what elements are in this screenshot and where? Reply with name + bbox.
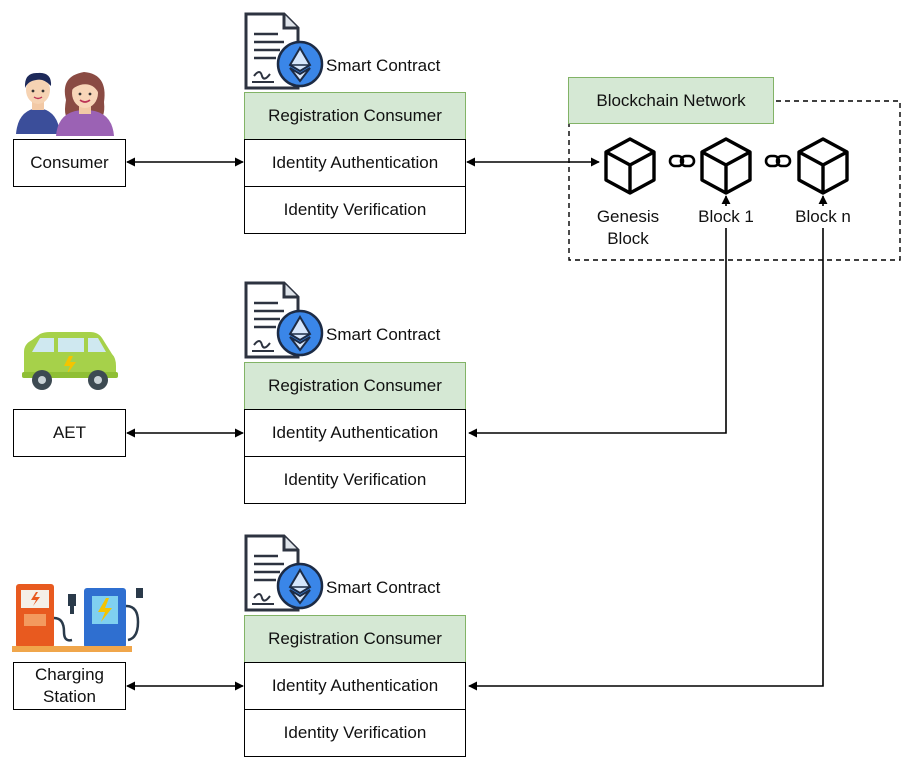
chain-link-icon — [764, 154, 792, 168]
contract1-registration-label: Registration Consumer — [268, 106, 442, 125]
aet-box[interactable]: AET — [13, 409, 126, 457]
block-n-label: Block n — [783, 206, 863, 228]
ethereum-icon — [276, 562, 324, 610]
contract2-verification-row[interactable]: Identity Verification — [244, 456, 466, 504]
contract3-verification-row[interactable]: Identity Verification — [244, 709, 466, 757]
contract3-registration-row[interactable]: Registration Consumer — [244, 615, 466, 663]
contract2-registration-row[interactable]: Registration Consumer — [244, 362, 466, 410]
contract3-verification-label: Identity Verification — [283, 723, 427, 742]
contract2-title: Smart Contract — [326, 325, 441, 344]
consumer-label: Consumer — [30, 153, 109, 172]
aet-label: AET — [52, 423, 87, 442]
contract1-authentication-label: Identity Authentication — [271, 153, 439, 172]
blockchain-network-title: Blockchain Network — [568, 77, 774, 124]
contract2-authentication-label: Identity Authentication — [271, 423, 439, 442]
contract2-registration-label: Registration Consumer — [268, 376, 442, 395]
genesis-block-label: Genesis Block — [596, 207, 660, 248]
charging-station-icon — [12, 584, 143, 652]
contract3-authentication-label: Identity Authentication — [271, 676, 439, 695]
ethereum-icon — [276, 40, 324, 88]
blockchain-network-label: Blockchain Network — [596, 90, 746, 110]
contract1-verification-row[interactable]: Identity Verification — [244, 186, 466, 234]
contract1-title: Smart Contract — [326, 56, 441, 75]
contract3-blockn-arrow — [468, 195, 828, 691]
charging-station-box[interactable]: Charging Station — [13, 662, 126, 710]
consumer-box[interactable]: Consumer — [13, 139, 126, 187]
block-cube-icon[interactable] — [602, 136, 658, 196]
contract3-registration-label: Registration Consumer — [268, 629, 442, 648]
contract2-verification-label: Identity Verification — [283, 470, 427, 489]
contract3-authentication-row[interactable]: Identity Authentication — [244, 662, 466, 710]
block-1-label: Block 1 — [686, 206, 766, 228]
contract1-verification-label: Identity Verification — [283, 200, 427, 219]
contract2-authentication-row[interactable]: Identity Authentication — [244, 409, 466, 457]
chain-link-icon — [668, 154, 696, 168]
contract3-title: Smart Contract — [326, 578, 441, 597]
block-cube-icon[interactable] — [698, 136, 754, 196]
block-cube-icon[interactable] — [795, 136, 851, 196]
charging-station-label: Charging Station — [35, 665, 104, 706]
contract1-registration-row[interactable]: Registration Consumer — [244, 92, 466, 140]
people-icon — [16, 72, 114, 136]
ethereum-icon — [276, 309, 324, 357]
contract1-authentication-row[interactable]: Identity Authentication — [244, 139, 466, 187]
electric-car-icon — [22, 332, 118, 390]
